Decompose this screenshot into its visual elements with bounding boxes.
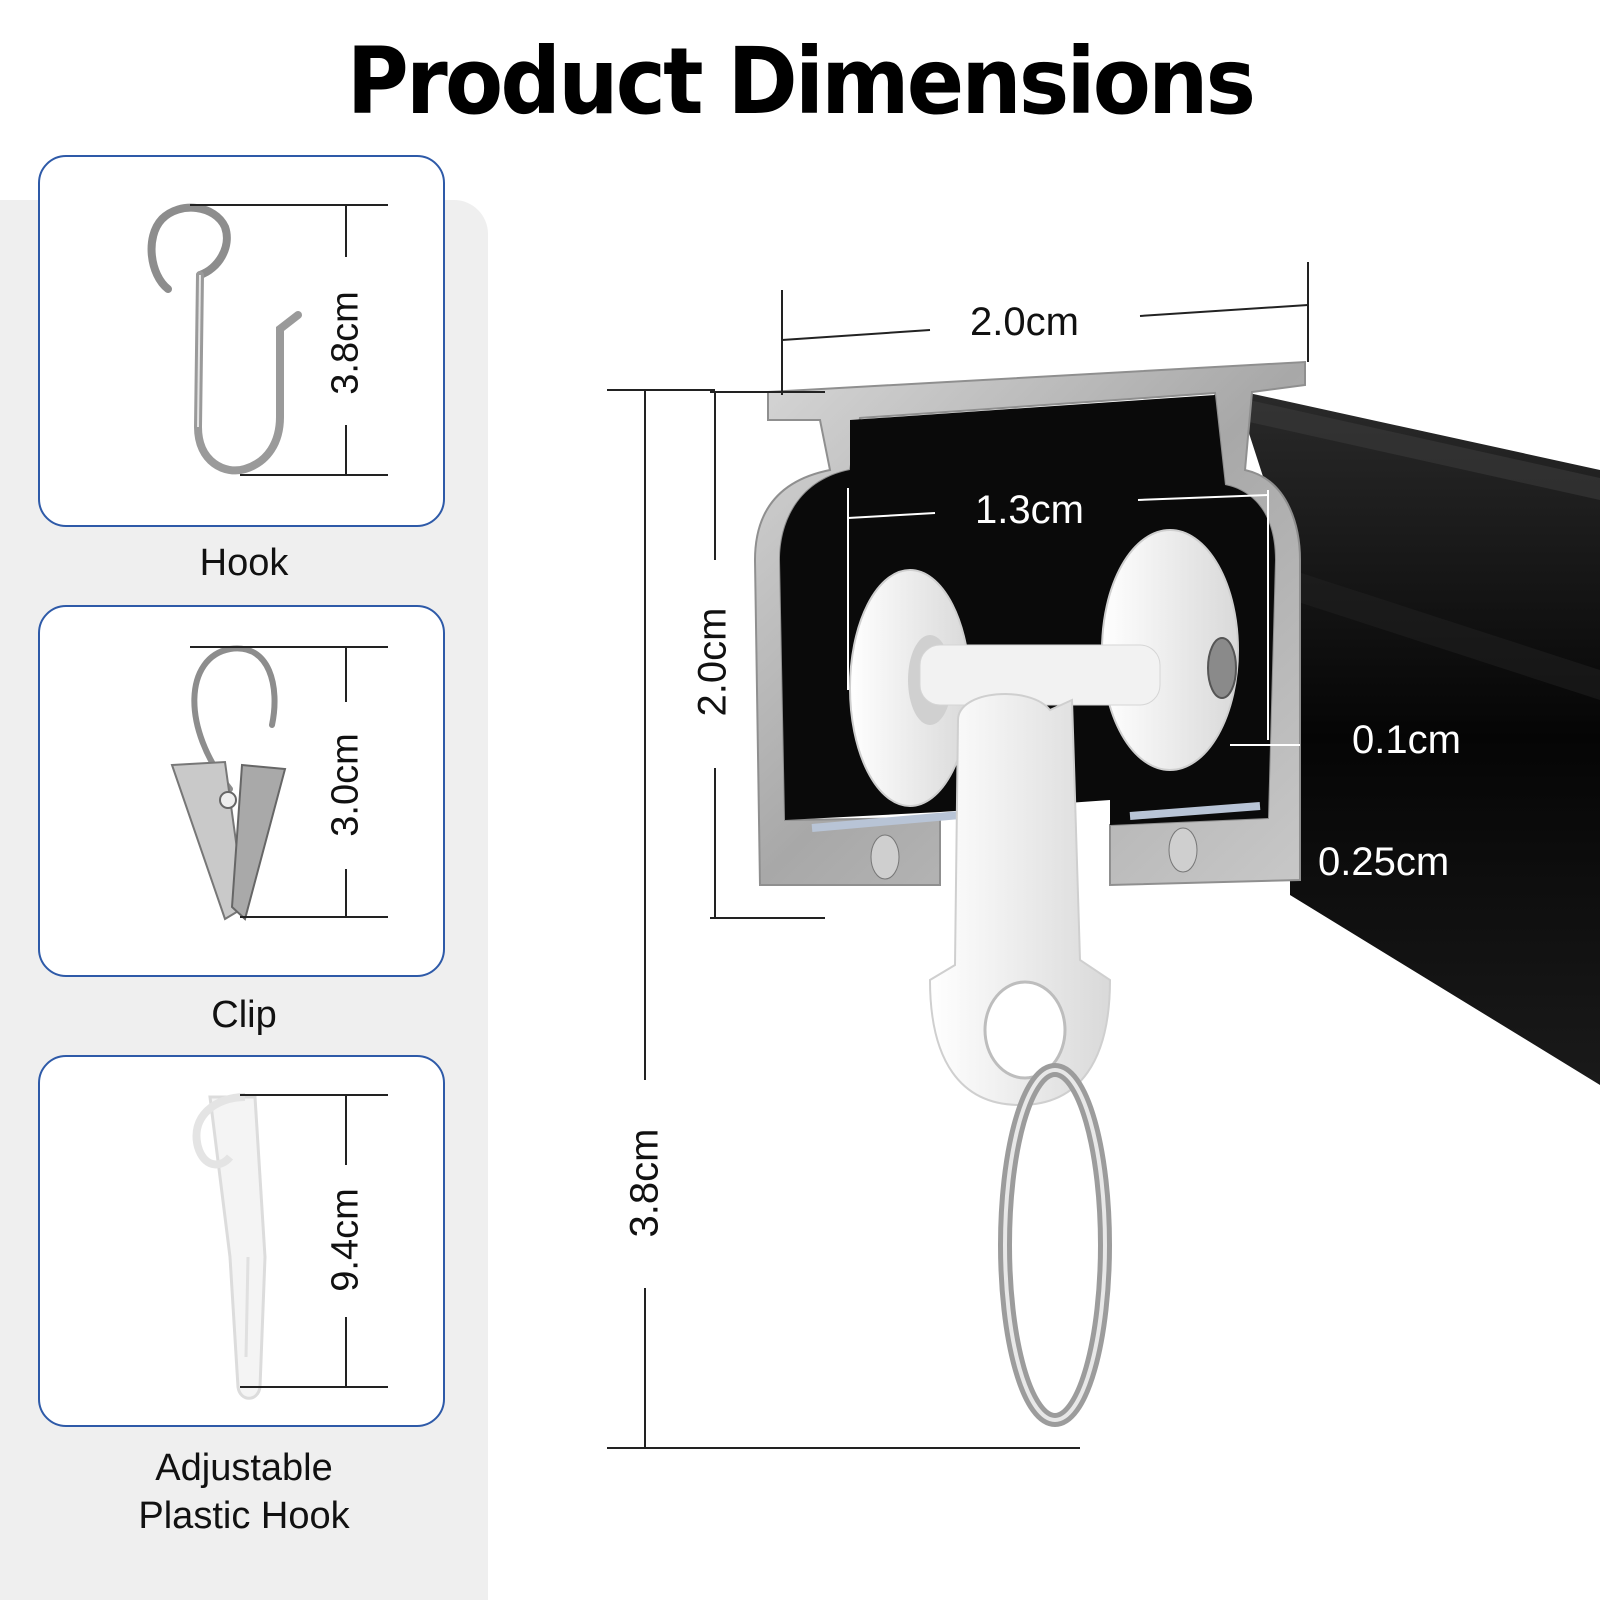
track-wall-thickness-label: 0.1cm	[1352, 718, 1461, 762]
s-hook-icon	[147, 203, 388, 476]
plastic-hook-label-line1: Adjustable	[155, 1447, 333, 1489]
clip-label: Clip	[211, 994, 277, 1036]
track-height-label: 2.0cm	[690, 607, 735, 717]
plastic-hook-icon	[192, 1093, 388, 1400]
plastic-hook-label-line2: Plastic Hook	[138, 1495, 350, 1537]
track-top-width-label: 2.0cm	[970, 300, 1079, 344]
plastic-hook-card	[38, 1055, 445, 1427]
track-profile	[753, 360, 1306, 887]
track-total-height-label: 3.8cm	[622, 1128, 667, 1238]
track-inner-width-label: 1.3cm	[975, 488, 1084, 532]
carrier-body	[928, 693, 1112, 1107]
track-bottom-lip-label: 0.25cm	[1318, 840, 1450, 884]
clip-card	[38, 605, 445, 977]
page-title: Product Dimensions	[346, 28, 1256, 135]
hook-card	[38, 155, 445, 527]
hook-label: Hook	[199, 542, 289, 584]
clip-hook-icon	[170, 645, 388, 921]
rail-body	[1235, 390, 1600, 1085]
